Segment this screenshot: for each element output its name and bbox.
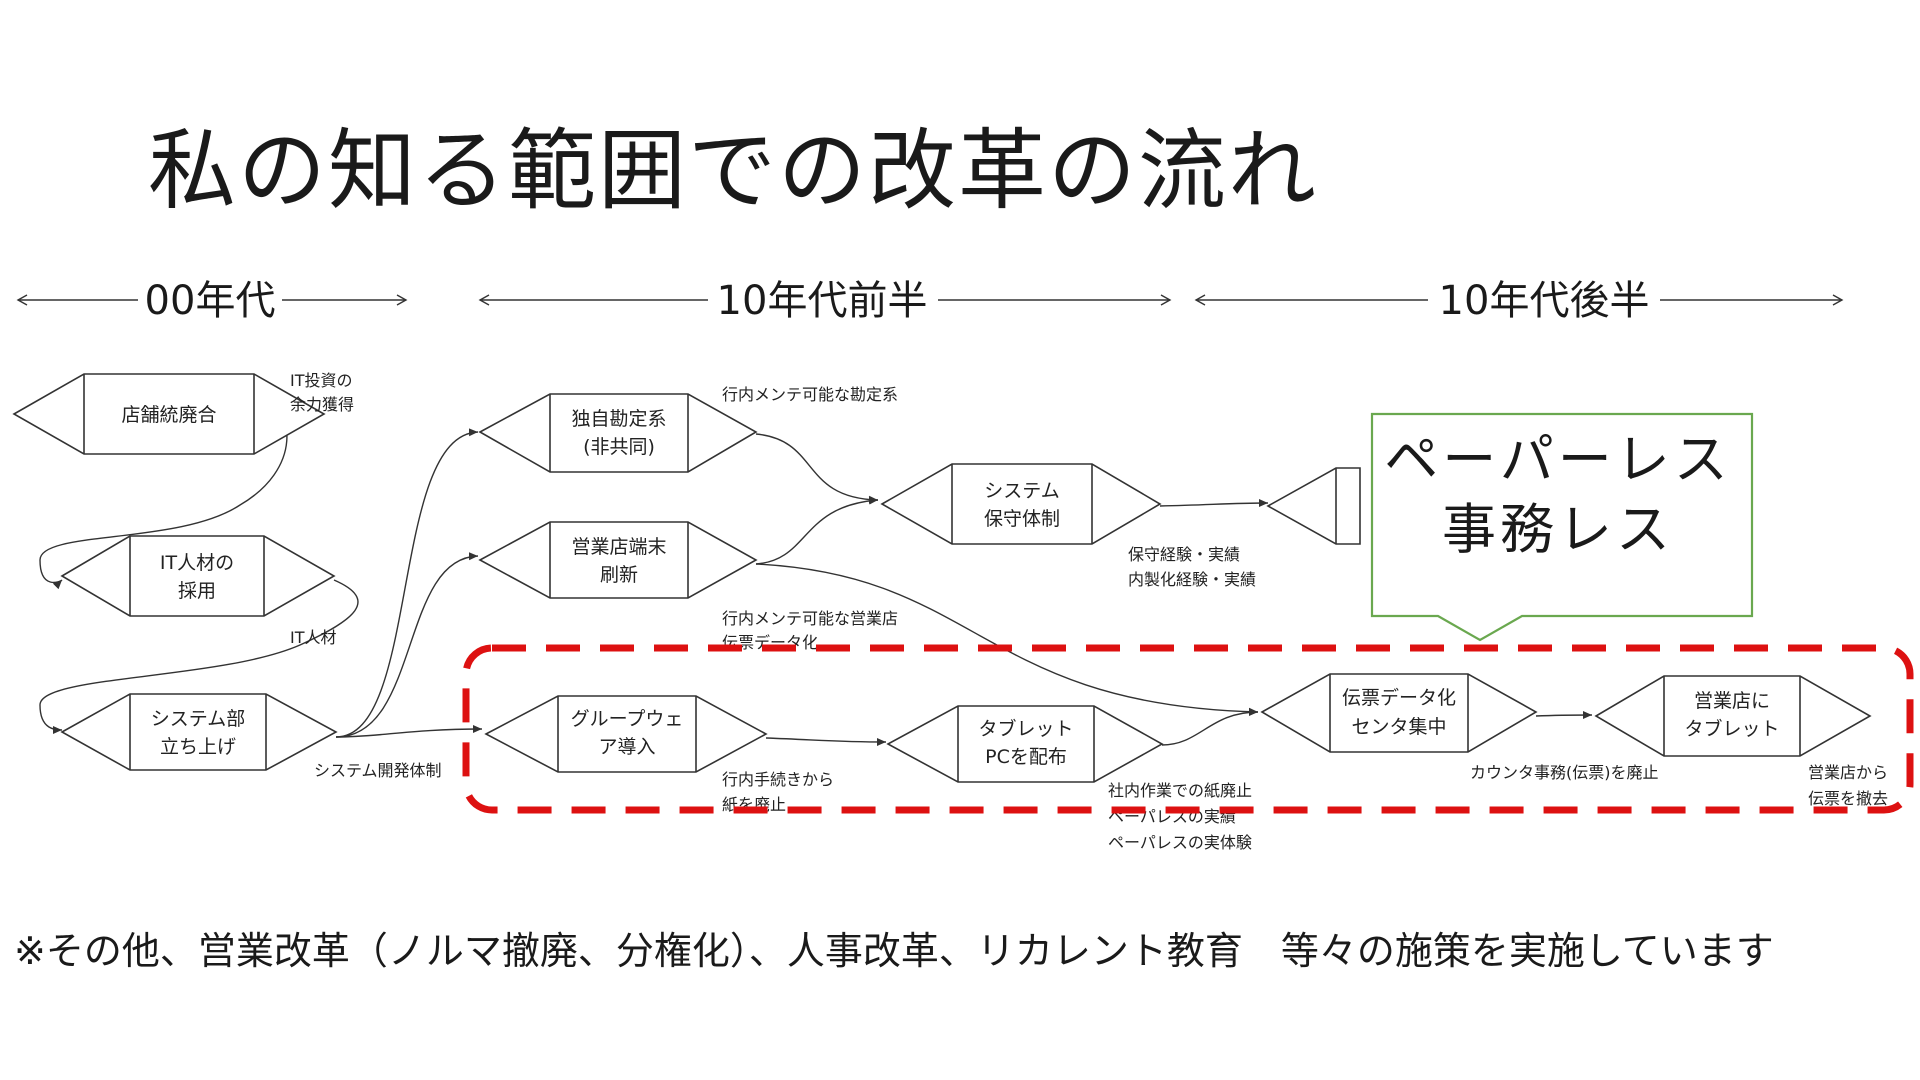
- box-label-sys-dept-2: 立ち上げ: [160, 736, 236, 758]
- callout-text: ペーパーレス 事務レス: [1368, 425, 1748, 565]
- note-maint-exp-1: 保守経験・実績: [1128, 545, 1240, 564]
- note-counter-slip: カウンタ事務(伝票)を廃止: [1470, 763, 1659, 782]
- box-label-slip-center-2: センタ集中: [1351, 716, 1446, 738]
- connector-sysdept-to-account: [335, 428, 479, 738]
- box-store-tablet: [1594, 675, 1872, 757]
- connector-terminal-to-slipcenter: [755, 563, 1259, 716]
- callout-bubble: [1370, 412, 1754, 642]
- note-internal-paper-3: ペーパレスの実体験: [1108, 833, 1252, 852]
- connector-maint-to-paperless: [1159, 499, 1269, 508]
- connector-tablet-to-slipcenter: [1161, 708, 1259, 746]
- box-label-store-tablet-1: 営業店に: [1694, 690, 1770, 712]
- slide-title: 私の知る範囲での改革の流れ: [148, 119, 1319, 222]
- box-labels: 店舗統廃合 IT人材の 採用 システム部 立ち上げ 独自勘定系 (非共同) 営業…: [121, 404, 1779, 768]
- box-label-own-account-1: 独自勘定系: [571, 408, 666, 430]
- box-label-sys-maint-1: システム: [984, 480, 1059, 502]
- box-label-terminal-1: 営業店端末: [571, 536, 666, 558]
- note-store-slip-2: 伝票を撤去: [1808, 789, 1888, 808]
- era-label-00s: 00年代: [145, 278, 276, 324]
- box-label-store-merge: 店舗統廃合: [121, 404, 216, 426]
- highlight-frame: [462, 644, 1914, 814]
- callout-line-2: 事務レス: [1442, 498, 1674, 561]
- box-slip-center: [1260, 673, 1538, 753]
- box-it-hire: [60, 535, 336, 617]
- note-it-capacity-1: IT投資の: [290, 371, 353, 390]
- connector-terminal-to-maint: [755, 496, 879, 565]
- connector-sysdept-to-groupware: [335, 725, 483, 738]
- box-label-tablet-pc-1: タブレット: [978, 717, 1073, 740]
- box-paperless-partial: [1266, 467, 1361, 545]
- box-label-it-hire-1: IT人材の: [160, 552, 234, 574]
- connector-account-to-maint: [755, 433, 879, 504]
- note-maint-account: 行内メンテ可能な勘定系: [722, 385, 898, 404]
- note-maint-store-1: 行内メンテ可能な営業店: [722, 609, 898, 628]
- box-label-terminal-2: 刷新: [600, 564, 638, 586]
- era-label-10s-early: 10年代前半: [717, 278, 928, 324]
- era-10s-early: 10年代前半: [478, 278, 1172, 324]
- box-label-own-account-2: (非共同): [583, 436, 655, 458]
- notes: IT投資の 余力獲得 IT人材 システム開発体制 行内メンテ可能な勘定系 行内メ…: [290, 371, 1888, 852]
- box-label-tablet-pc-2: PCを配布: [985, 746, 1067, 768]
- callout-line-1: ペーパーレス: [1384, 428, 1732, 491]
- box-label-groupware-1: グループウェ: [571, 708, 684, 730]
- footnote: ※その他、営業改革（ノルマ撤廃、分権化）、人事改革、リカレント教育 等々の施策を…: [14, 929, 1774, 973]
- box-terminal: [478, 521, 758, 599]
- connector-slipcenter-to-storetablet: [1535, 711, 1593, 720]
- paperless-callout: [1370, 412, 1754, 642]
- note-store-slip-1: 営業店から: [1808, 763, 1888, 782]
- box-label-groupware-2: ア導入: [598, 736, 655, 758]
- box-own-account: [478, 393, 758, 473]
- note-internal-paper-1: 社内作業での紙廃止: [1108, 781, 1252, 800]
- box-label-slip-center-1: 伝票データ化: [1342, 687, 1456, 709]
- note-paper-procedures-1: 行内手続きから: [722, 770, 834, 789]
- box-sys-dept: [60, 693, 338, 771]
- box-label-store-tablet-2: タブレット: [1684, 717, 1779, 740]
- era-00s: 00年代: [16, 278, 408, 324]
- connector-ithire-to-sysdept: [39, 579, 359, 734]
- connector-groupware-to-tablet: [765, 737, 887, 746]
- era-10s-late: 10年代後半: [1194, 278, 1844, 324]
- box-label-it-hire-2: 採用: [178, 580, 216, 602]
- note-it-capacity-2: 余力獲得: [290, 395, 354, 414]
- box-label-sys-dept-1: システム部: [151, 708, 245, 730]
- era-label-10s-late: 10年代後半: [1439, 278, 1650, 324]
- box-sys-maint: [880, 463, 1162, 545]
- note-sys-dev: システム開発体制: [314, 761, 442, 780]
- box-label-sys-maint-2: 保守体制: [984, 508, 1060, 530]
- note-it-talent: IT人材: [290, 628, 337, 647]
- note-maint-exp-2: 内製化経験・実績: [1128, 570, 1256, 589]
- connector-sysdept-to-terminal: [335, 552, 479, 738]
- process-boxes: [12, 373, 1872, 783]
